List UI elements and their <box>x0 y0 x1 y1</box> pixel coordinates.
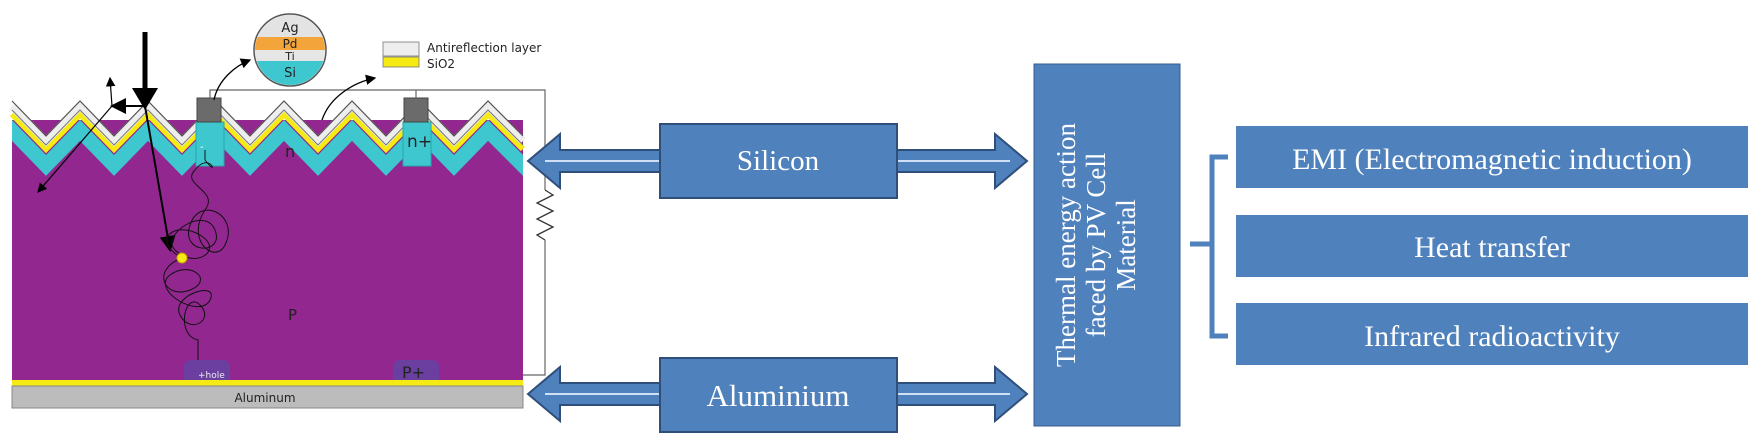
contact-layer-stack: Ag Pd Ti Si <box>253 13 327 87</box>
layer-si: Si <box>284 66 296 81</box>
aluminum-layer <box>11 385 524 409</box>
n-emitter-region <box>12 120 523 176</box>
legend-antireflection: Antireflection layer <box>427 41 541 55</box>
p-plus-bump-left <box>184 360 230 380</box>
effect-emi-label: EMI (Electromagnetic induction) <box>1292 143 1692 176</box>
legend-sio2: SiO2 <box>427 57 455 71</box>
effects-list: EMI (Electromagnetic induction) Heat tra… <box>1236 126 1748 365</box>
n-plus-label: n+ <box>407 132 432 152</box>
flow-diagram: Silicon Aluminium Thermal energy action … <box>526 63 1748 433</box>
resistor <box>535 189 555 241</box>
n-region-label: n <box>285 142 295 161</box>
front-contact-left <box>196 97 222 123</box>
layer-legend: Antireflection layer SiO2 <box>382 41 541 71</box>
silicon-label: Silicon <box>737 145 820 177</box>
layer-ti: Ti <box>284 50 294 63</box>
electron-label: - <box>200 142 204 153</box>
hole-path <box>163 257 212 360</box>
front-contact-right <box>403 97 429 123</box>
effect-box-emi <box>1236 126 1748 188</box>
silicon-arrow: Silicon <box>526 123 1029 199</box>
aluminium-arrow: Aluminium <box>526 357 1029 433</box>
thermal-energy-box: Thermal energy action faced by PV Cell M… <box>1033 63 1181 427</box>
aluminum-label: Aluminum <box>234 391 295 405</box>
center-label-line-3: Material <box>1111 199 1141 290</box>
center-label-line-2: faced by PV Cell <box>1081 153 1111 338</box>
sio2-layer <box>9 109 526 154</box>
back-sio2-line <box>12 380 523 386</box>
aluminium-label: Aluminium <box>707 378 850 413</box>
p-plus-bump-right <box>393 360 439 380</box>
hole-label: +hole <box>198 371 225 381</box>
external-circuit-wire <box>209 89 546 190</box>
electron-path <box>166 150 229 259</box>
center-label-line-1: Thermal energy action <box>1051 123 1081 367</box>
p-region-label: P <box>288 306 297 324</box>
effect-box-infrared <box>1236 303 1748 365</box>
photon-absorption-spark <box>176 252 188 264</box>
layer-pd: Pd <box>283 37 298 51</box>
p-plus-label: P+ <box>402 363 425 382</box>
solar-cell-diagram: n+ n Aluminum P+ +hole P - <box>9 13 555 409</box>
effect-heat-label: Heat transfer <box>1414 231 1570 264</box>
layer-ag: Ag <box>281 21 298 36</box>
effect-box-heat <box>1236 215 1748 277</box>
bracket <box>1190 154 1228 339</box>
effect-infrared-label: Infrared radioactivity <box>1364 320 1620 353</box>
n-plus-region-right <box>402 121 432 167</box>
